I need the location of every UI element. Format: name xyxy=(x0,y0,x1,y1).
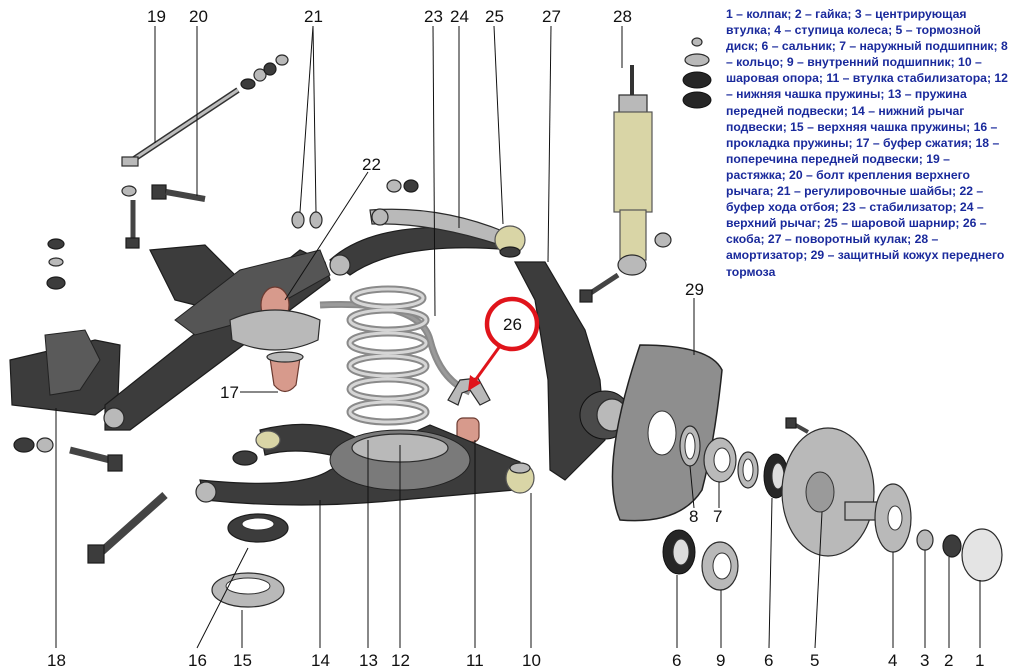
callout-13: 13 xyxy=(359,651,378,670)
callout-9: 9 xyxy=(716,651,725,670)
brake-disc-part xyxy=(781,417,881,557)
callout-6b: 6 xyxy=(764,651,773,670)
leader-lines xyxy=(55,25,981,649)
spring-pad-part xyxy=(227,513,289,543)
callout-7: 7 xyxy=(713,507,722,526)
callout-26: 26 xyxy=(503,315,522,334)
callout-10: 10 xyxy=(522,651,541,670)
upper-arm-part xyxy=(329,208,526,276)
callout-12: 12 xyxy=(391,651,410,670)
lower-arm-part xyxy=(195,423,535,506)
callout-16: 16 xyxy=(188,651,207,670)
callout-14: 14 xyxy=(311,651,330,670)
cap-nut-part xyxy=(916,528,1003,582)
bump-stops-part xyxy=(229,286,321,393)
callout-27: 27 xyxy=(542,7,561,26)
callout-17: 17 xyxy=(220,383,239,402)
coil-spring-part xyxy=(346,285,430,426)
tie-rod-part xyxy=(121,54,289,167)
callout-11: 11 xyxy=(466,651,484,670)
callout-20: 20 xyxy=(189,7,208,26)
callout-21: 21 xyxy=(304,7,323,26)
shock-absorber-part xyxy=(579,37,712,303)
upper-spring-cup-part xyxy=(211,572,285,608)
callout-3: 3 xyxy=(920,651,929,670)
callout-4: 4 xyxy=(888,651,897,670)
brake-shield-part xyxy=(611,344,723,522)
callout-2: 2 xyxy=(944,651,953,670)
callout-8: 8 xyxy=(689,507,698,526)
parts-legend: 1 – колпак; 2 – гайка; 3 – центрирующая … xyxy=(726,7,1008,279)
callout-15: 15 xyxy=(233,651,252,670)
wheel-hub-part xyxy=(874,483,912,553)
callout-5: 5 xyxy=(810,651,819,670)
callout-23: 23 xyxy=(424,7,443,26)
highlight-callout-26 xyxy=(468,296,540,391)
hub-bearings-part xyxy=(662,425,789,591)
callout-25: 25 xyxy=(485,7,504,26)
callout-24: 24 xyxy=(450,7,469,26)
callout-6a: 6 xyxy=(672,651,681,670)
steering-knuckle-part xyxy=(514,261,631,481)
callout-28: 28 xyxy=(613,7,632,26)
washers-left-part xyxy=(46,238,66,290)
callout-19: 19 xyxy=(147,7,166,26)
callout-18: 18 xyxy=(47,651,66,670)
callout-22: 22 xyxy=(362,155,381,174)
callout-1: 1 xyxy=(975,651,984,670)
upper-arm-bolt-part xyxy=(121,184,206,249)
callout-numbers: 19 20 21 22 23 24 25 27 28 29 26 17 8 7 … xyxy=(47,7,984,670)
shims-part xyxy=(291,179,419,229)
callout-29: 29 xyxy=(685,280,704,299)
